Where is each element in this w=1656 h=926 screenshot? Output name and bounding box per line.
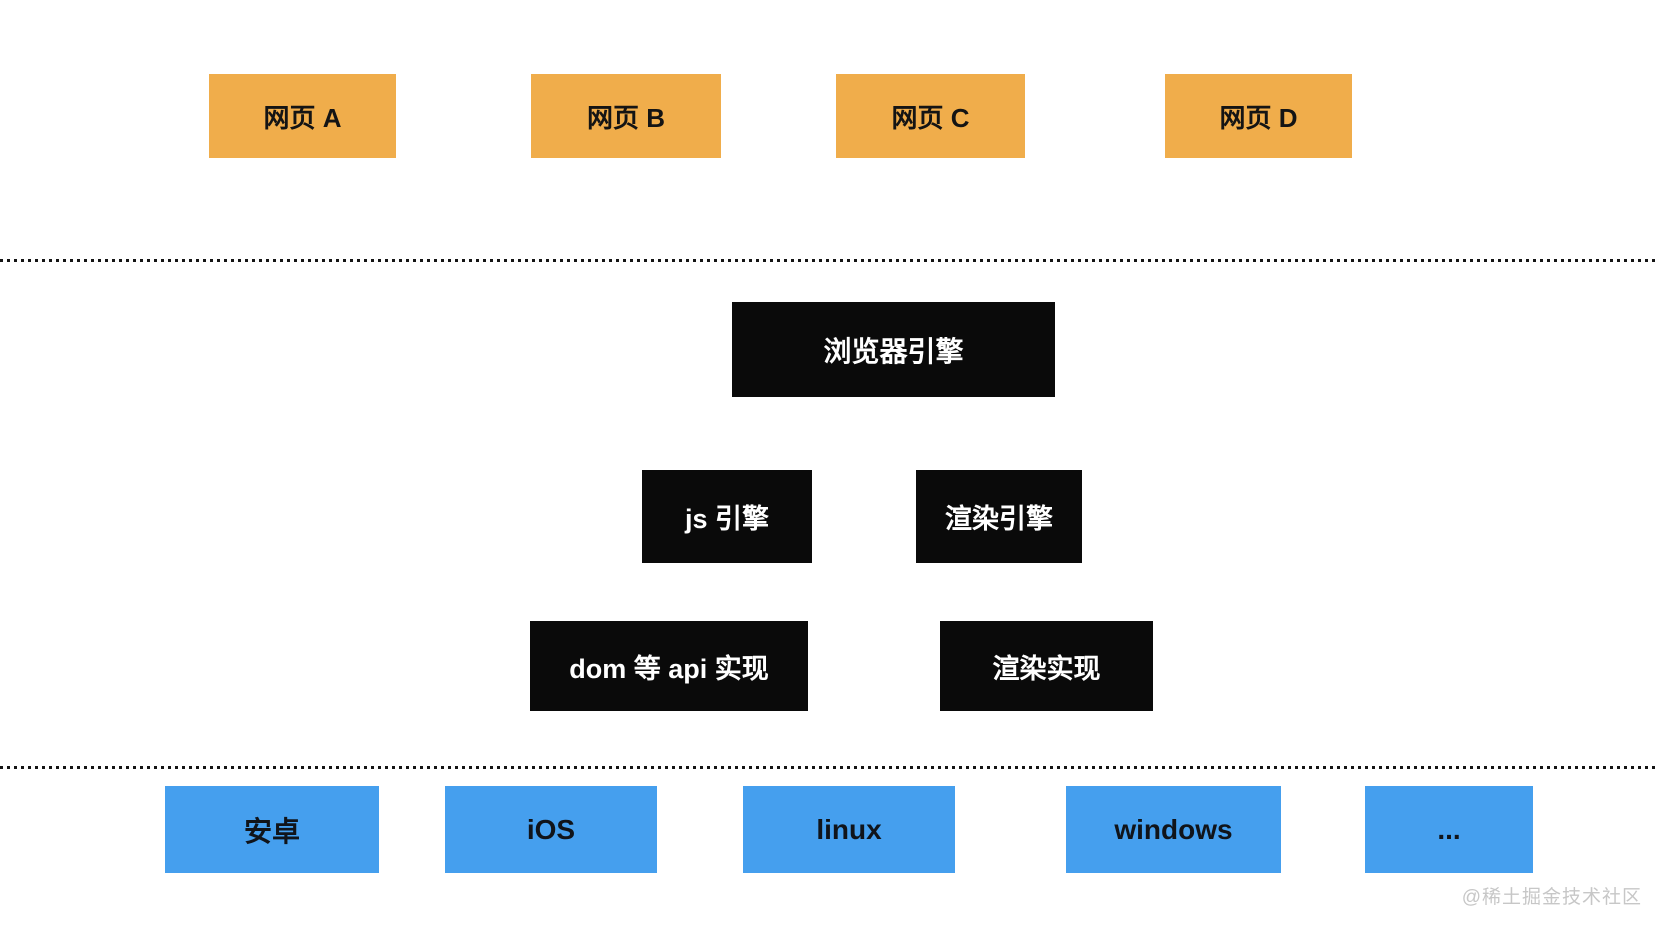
render-impl-box: 渲染实现 bbox=[940, 621, 1153, 711]
dom-api-impl-box: dom 等 api 实现 bbox=[530, 621, 808, 711]
separator-dotted-top bbox=[0, 259, 1656, 262]
render-engine-box: 渲染引擎 bbox=[916, 470, 1082, 563]
browser-engine-box: 浏览器引擎 bbox=[732, 302, 1055, 397]
webpage-box-d: 网页 D bbox=[1165, 74, 1352, 158]
webpage-box-c: 网页 C bbox=[836, 74, 1025, 158]
os-box-ios: iOS bbox=[445, 786, 657, 873]
os-box-linux: linux bbox=[743, 786, 955, 873]
webpage-box-a: 网页 A bbox=[209, 74, 396, 158]
os-box-android: 安卓 bbox=[165, 786, 379, 873]
js-engine-box: js 引擎 bbox=[642, 470, 812, 563]
os-box-windows: windows bbox=[1066, 786, 1281, 873]
os-box-more: ... bbox=[1365, 786, 1533, 873]
separator-dotted-bottom bbox=[0, 766, 1656, 769]
watermark: @稀土掘金技术社区 bbox=[1461, 887, 1642, 908]
webpage-box-b: 网页 B bbox=[531, 74, 721, 158]
